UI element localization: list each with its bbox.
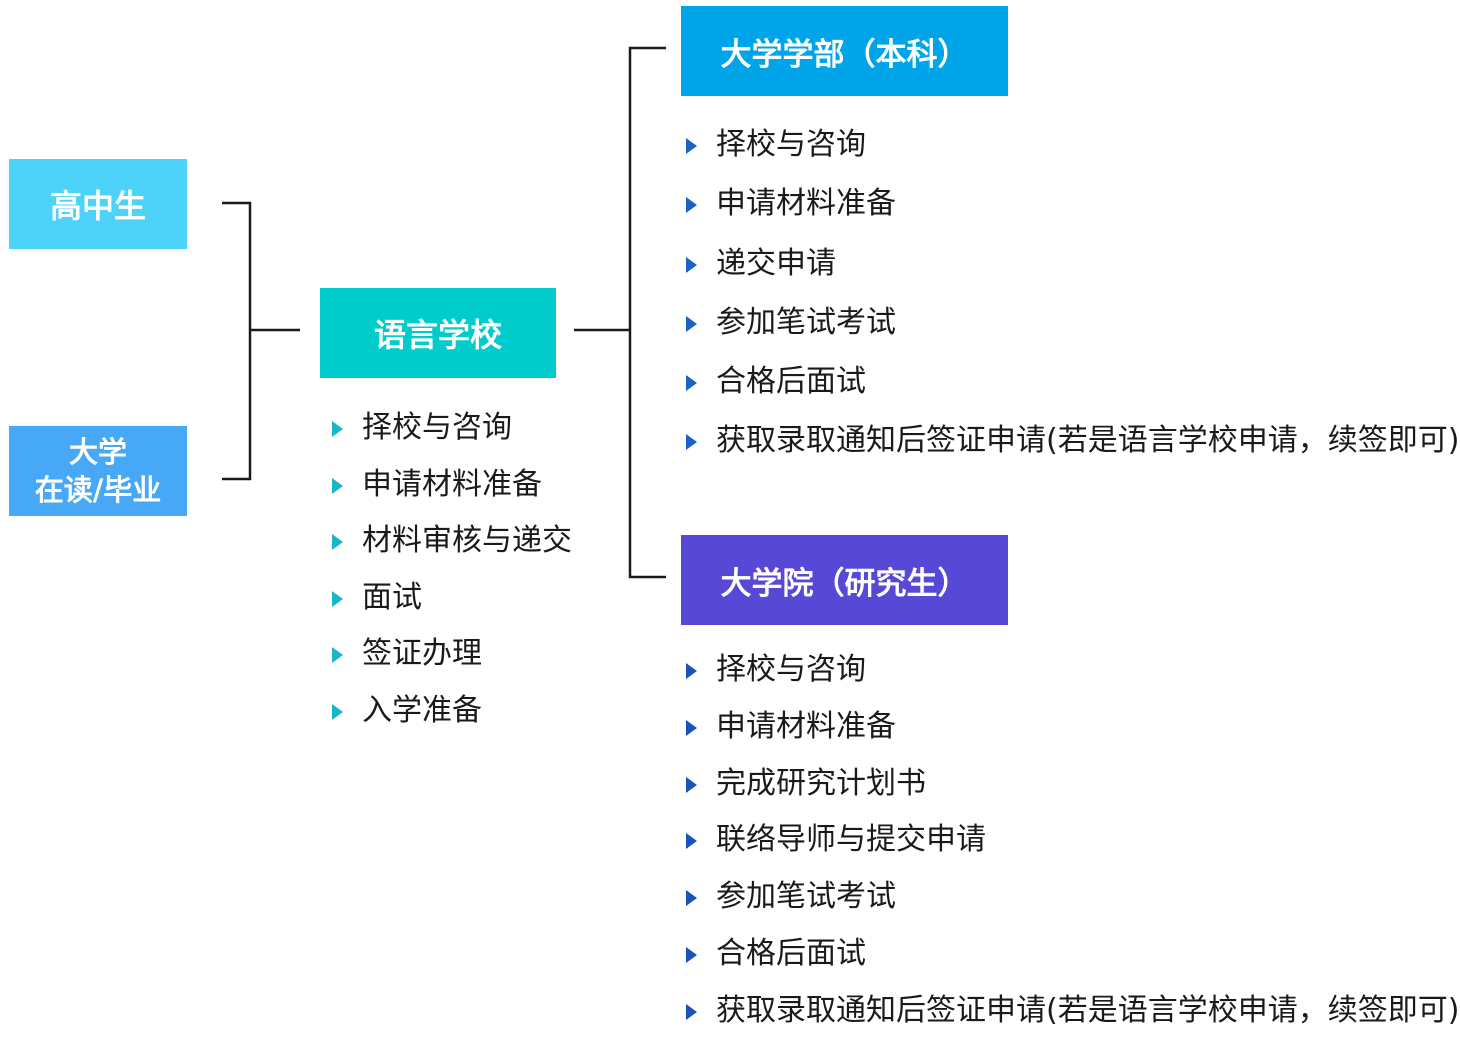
list-item: 合格后面试 [682,362,1459,421]
step-label: 面试 [362,579,422,615]
triangle-right-icon [686,890,697,907]
list-item: 申请材料准备 [328,465,572,522]
triangle-right-icon [686,776,697,793]
list-item: 递交申请 [682,244,1459,303]
triangle-right-icon [332,477,343,494]
step-label: 申请材料准备 [362,466,542,502]
list-item: 参加笔试考试 [682,303,1459,362]
step-label: 申请材料准备 [716,708,896,744]
triangle-right-icon [332,647,343,663]
high-school-label: 高中生 [49,187,146,225]
step-label: 参加笔试考试 [716,879,896,915]
list-item: 申请材料准备 [682,707,1459,764]
step-label: 申请材料准备 [716,186,896,222]
language-school-steps: 择校与咨询 申请材料准备 材料审核与递交 面试 签证办理 入学准备 [328,408,572,747]
step-label: 择校与咨询 [716,652,866,687]
bracket-university-paths [628,46,666,579]
step-label: 递交申请 [716,245,836,281]
graduate-box: 大学院（研究生） [681,535,1008,625]
list-item: 择校与咨询 [328,408,572,465]
step-label: 完成研究计划书 [716,765,926,801]
step-label: 择校与咨询 [716,127,866,162]
triangle-right-icon [332,421,343,437]
triangle-right-icon [686,315,697,332]
triangle-right-icon [686,946,697,963]
university-label-line2: 在读/毕业 [34,473,162,507]
undergraduate-box: 大学学部（本科） [681,6,1008,96]
step-label: 合格后面试 [716,364,866,400]
list-item: 获取录取通知后签证申请(若是语言学校申请，续签即可) [682,991,1459,1048]
undergraduate-steps: 择校与咨询 申请材料准备 递交申请 参加笔试考试 合格后面试 获取录取通知后签证… [682,125,1459,481]
step-label: 参加笔试考试 [716,304,896,340]
step-label: 联络导师与提交申请 [716,822,986,858]
step-label: 入学准备 [362,692,482,728]
undergraduate-title: 大学学部（本科） [720,36,969,73]
triangle-right-icon [332,590,343,607]
graduate-steps: 择校与咨询 申请材料准备 完成研究计划书 联络导师与提交申请 参加笔试考试 合格… [682,650,1459,1048]
triangle-right-icon [686,833,697,850]
list-item: 参加笔试考试 [682,877,1459,934]
step-label: 择校与咨询 [362,410,512,445]
triangle-right-icon [686,719,697,736]
step-label: 合格后面试 [716,935,866,971]
triangle-right-icon [686,663,697,679]
university-student-box: 大学 在读/毕业 [9,426,187,516]
step-label: 签证办理 [362,636,482,671]
university-label-line1: 大学 [68,435,127,469]
step-label: 获取录取通知后签证申请(若是语言学校申请，续签即可) [716,992,1460,1028]
list-item: 面试 [328,578,572,635]
list-item: 入学准备 [328,691,572,748]
list-item: 获取录取通知后签证申请(若是语言学校申请，续签即可) [682,421,1459,480]
list-item: 合格后面试 [682,934,1459,991]
list-item: 完成研究计划书 [682,764,1459,821]
language-school-title: 语言学校 [373,316,502,354]
list-item: 申请材料准备 [682,184,1459,243]
language-school-box: 语言学校 [320,288,556,378]
list-item: 签证办理 [328,634,572,691]
triangle-right-icon [686,375,697,392]
triangle-right-icon [686,197,697,214]
list-item: 择校与咨询 [682,650,1459,707]
high-school-box: 高中生 [9,159,187,249]
triangle-right-icon [686,138,697,154]
triangle-right-icon [686,434,697,451]
triangle-right-icon [686,256,697,273]
step-label: 获取录取通知后签证申请(若是语言学校申请，续签即可) [716,423,1460,459]
list-item: 材料审核与递交 [328,521,572,578]
graduate-title: 大学院（研究生） [720,565,969,602]
triangle-right-icon [332,703,343,720]
step-label: 材料审核与递交 [362,523,572,558]
bracket-sources [222,201,252,481]
triangle-right-icon [332,534,343,550]
triangle-right-icon [686,1003,697,1020]
list-item: 联络导师与提交申请 [682,820,1459,877]
list-item: 择校与咨询 [682,125,1459,184]
